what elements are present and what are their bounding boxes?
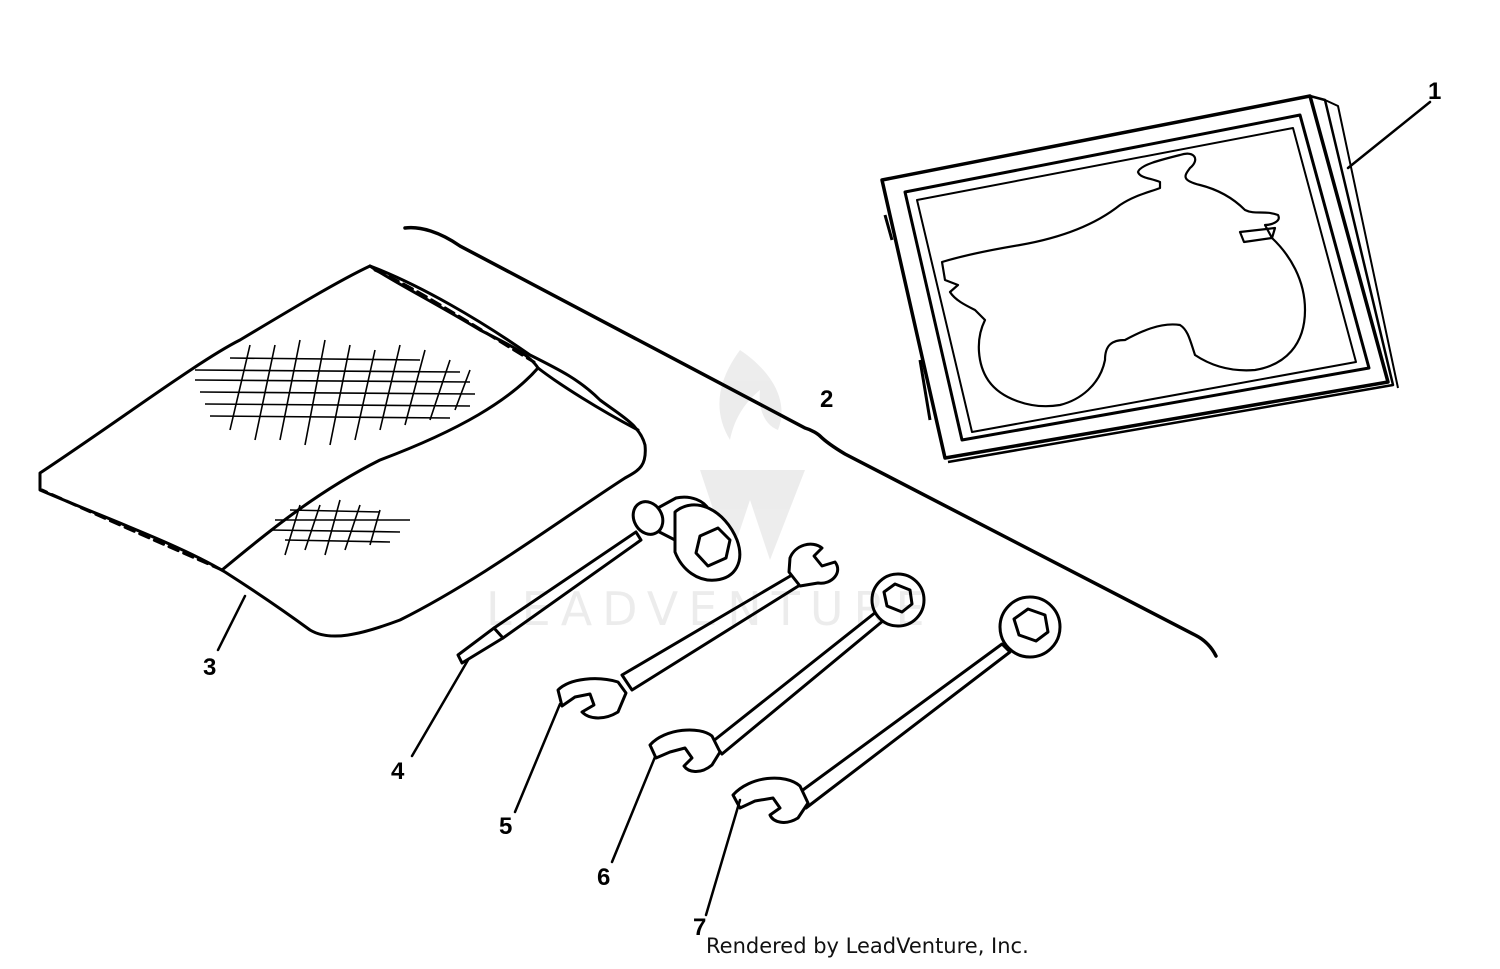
callout-7: 7 [693,914,707,941]
leader-lines [216,100,1432,917]
tool-bag [38,264,647,638]
callout-1: 1 [1428,78,1442,105]
socket-wrench [456,495,742,665]
callout-6: 6 [597,864,611,891]
callout-5: 5 [499,813,513,840]
combination-wrench-a [648,572,926,773]
callout-3: 3 [203,654,217,681]
watermark-text: LEADVENTURE [486,582,935,636]
atv-silhouette [940,152,1307,408]
open-end-wrench [556,542,840,720]
callout-4: 4 [391,758,405,785]
tool-bag-crosshatch [194,339,476,556]
footer-credit: Rendered by LeadVenture, Inc. [706,934,1029,958]
callout-2: 2 [820,386,834,413]
owners-manual [880,94,1399,464]
combination-wrench-b [731,595,1062,824]
kit-divider-line [403,225,1218,658]
